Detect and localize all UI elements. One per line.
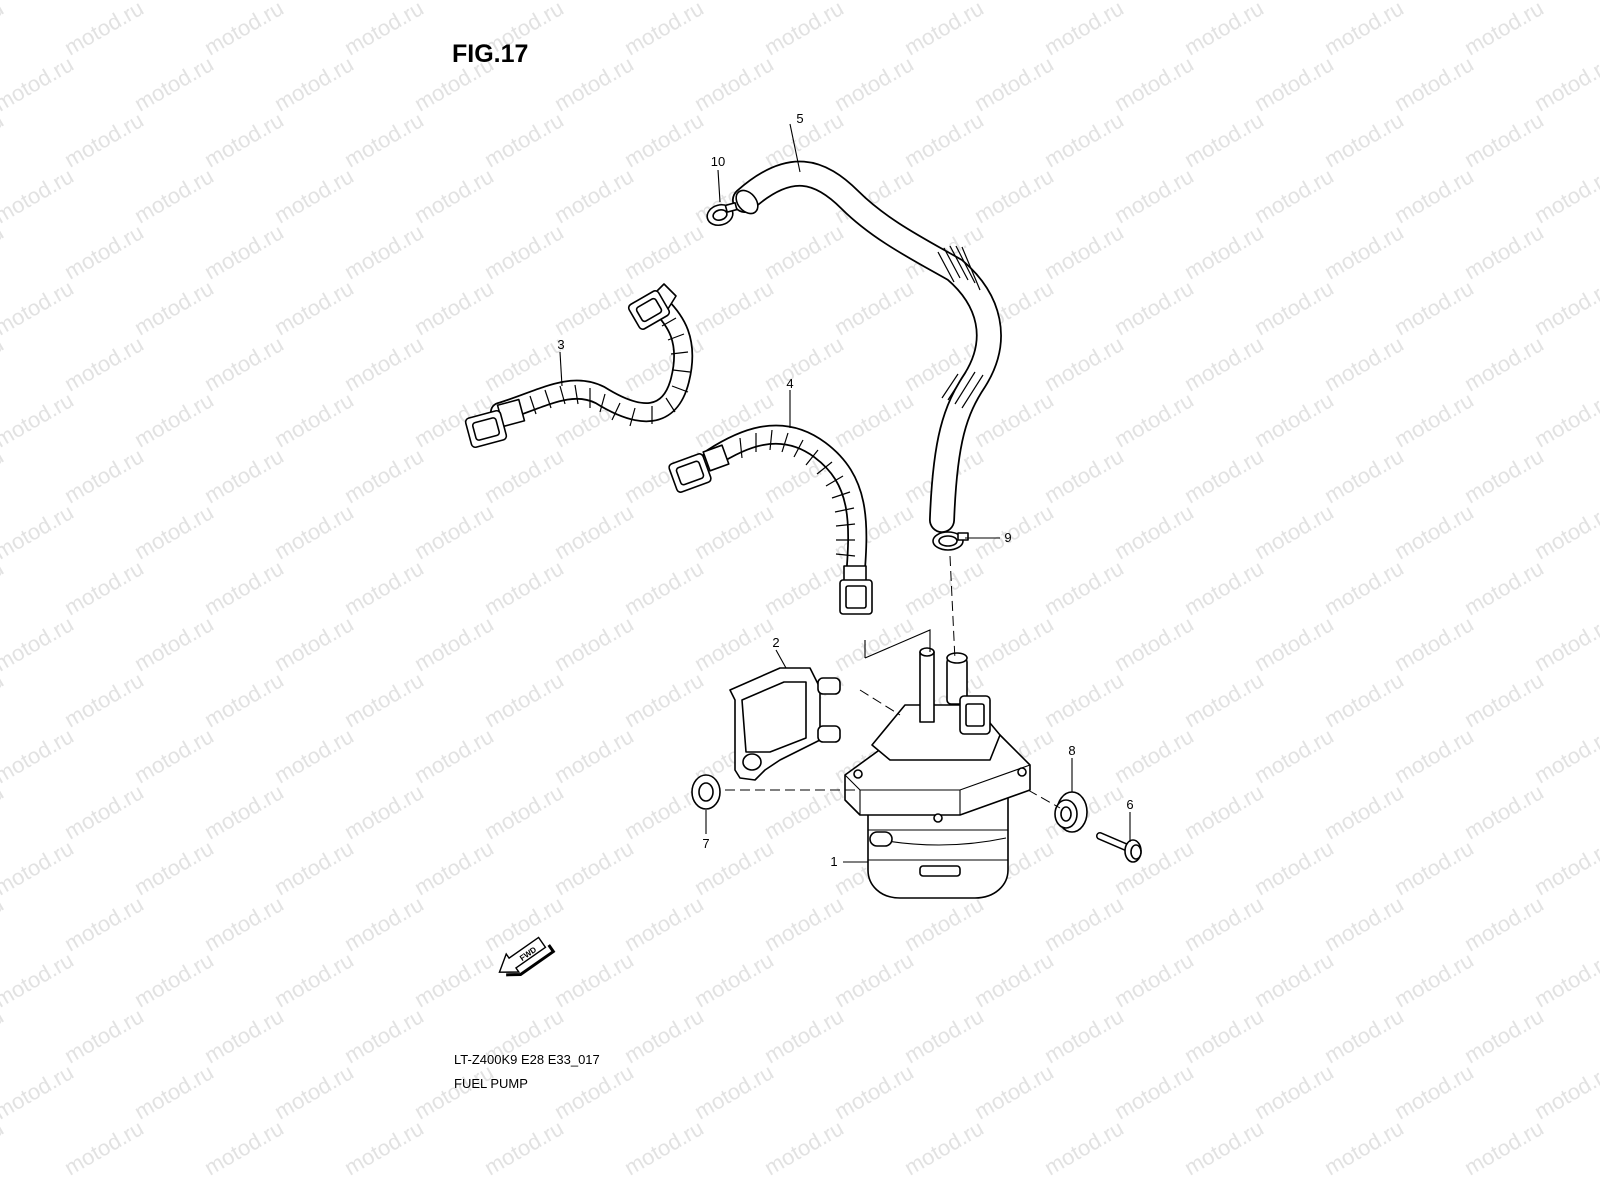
wiring-harness-3-part[interactable] — [464, 283, 694, 449]
section-name-label: FUEL PUMP — [454, 1076, 528, 1091]
callout-5: 5 — [796, 111, 803, 126]
pump-bracket-part[interactable] — [729, 667, 841, 781]
callout-6: 6 — [1126, 797, 1133, 812]
callout-3: 3 — [557, 337, 564, 352]
figure-title: FIG.17 — [452, 40, 529, 68]
grommet-7-part[interactable] — [691, 774, 721, 810]
forward-direction-icon: FWD — [498, 936, 556, 977]
leader-lines — [559, 123, 1131, 863]
callout-7: 7 — [702, 836, 709, 851]
callout-10: 10 — [711, 154, 725, 169]
callout-2: 2 — [772, 635, 779, 650]
callout-8: 8 — [1068, 743, 1075, 758]
callout-4: 4 — [786, 376, 793, 391]
fuel-hose-part[interactable] — [732, 160, 1002, 533]
callout-1: 1 — [830, 854, 837, 869]
model-code-label: LT-Z400K9 E28 E33_017 — [454, 1052, 600, 1067]
fuel-pump-part[interactable] — [844, 647, 1031, 899]
hose-clamp-9-part[interactable] — [932, 531, 969, 551]
callout-9: 9 — [1004, 530, 1011, 545]
bolt-6-part[interactable] — [1096, 832, 1142, 863]
hose-clamp-10-part[interactable] — [705, 202, 738, 228]
grommet-8-part[interactable] — [1054, 791, 1088, 833]
wiring-harness-4-part[interactable] — [668, 424, 873, 615]
